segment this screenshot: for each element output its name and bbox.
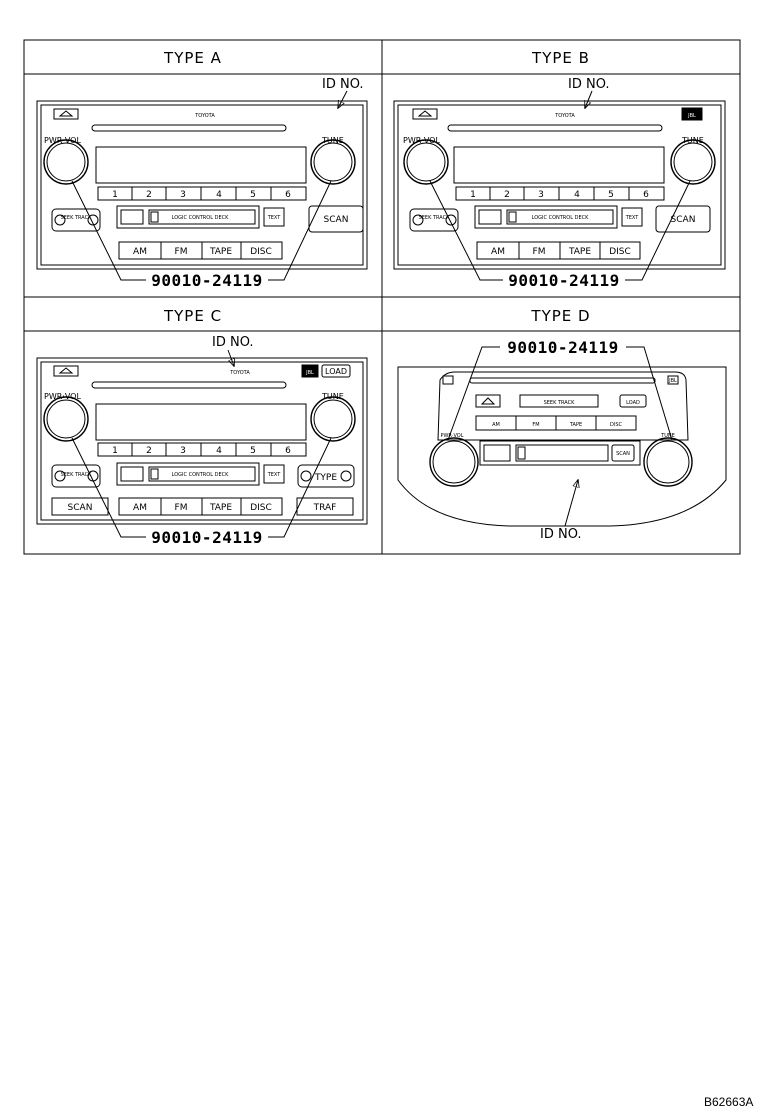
part-number-c: 90010-24119	[151, 528, 262, 547]
text-button-label: TEXT	[267, 215, 282, 221]
part-number-b: 90010-24119	[508, 271, 619, 290]
preset-4: 4	[216, 446, 222, 456]
preset-6: 6	[643, 190, 649, 200]
tune-label: TUNE	[321, 136, 344, 145]
leader-lines-d	[447, 346, 673, 441]
leader-lines-b	[429, 180, 691, 281]
radio-type-b-labels: TOYOTA JBL PWR·VOL TUNE 1 2 3 4 5 6 SEEK…	[403, 113, 704, 257]
load-button-label: LOAD	[626, 400, 640, 406]
tune-label: TUNE	[321, 392, 344, 401]
preset-2: 2	[504, 190, 510, 200]
scan-button-label: SCAN	[671, 215, 696, 225]
load-button-label: LOAD	[325, 367, 347, 376]
jbl-badge: JBL	[687, 113, 696, 119]
deck-label: LOGIC CONTROL DECK	[532, 215, 589, 221]
band-tape: TAPE	[569, 422, 582, 428]
preset-2: 2	[146, 446, 152, 456]
band-disc: DISC	[250, 503, 272, 513]
band-am: AM	[491, 247, 505, 257]
radio-type-b	[393, 100, 726, 270]
preset-5: 5	[250, 446, 256, 456]
band-fm: FM	[175, 503, 188, 513]
id-label-c: ID NO.	[212, 335, 254, 350]
grid-table	[23, 39, 741, 555]
text-button-label: TEXT	[625, 215, 640, 221]
brand-text: TOYOTA	[194, 113, 215, 119]
seek-track-label: SEEK TRACK	[419, 215, 451, 221]
preset-1: 1	[112, 190, 118, 200]
radio-type-d	[397, 366, 727, 527]
pwr-vol-label: PWR·VOL	[403, 136, 440, 145]
id-arrow-d	[564, 480, 578, 527]
band-disc: DISC	[609, 247, 631, 257]
preset-6: 6	[285, 446, 291, 456]
band-tape: TAPE	[568, 247, 591, 257]
leader-lines-c	[71, 437, 332, 538]
radio-type-a-labels: TOYOTA PWR·VOL TUNE 1 2 3 4 5 6 SEEK TRA…	[44, 113, 348, 257]
tune-label: TUNE	[660, 433, 675, 439]
pwr-vol-label: PWR·VOL	[44, 392, 81, 401]
preset-1: 1	[112, 446, 118, 456]
preset-5: 5	[250, 190, 256, 200]
part-number-d: 90010-24119	[507, 338, 618, 357]
band-am: AM	[133, 247, 147, 257]
type-button-label: TYPE	[314, 473, 337, 483]
deck-label: LOGIC CONTROL DECK	[172, 472, 229, 478]
id-arrow-c	[227, 349, 234, 366]
band-disc: DISC	[250, 247, 272, 257]
deck-label: LOGIC CONTROL DECK	[172, 215, 229, 221]
preset-4: 4	[216, 190, 222, 200]
jbl-badge: JBL	[305, 370, 314, 376]
band-fm: FM	[532, 422, 539, 428]
panel-c-title: TYPE C	[163, 307, 222, 325]
text-button-label: TEXT	[267, 472, 282, 478]
figure-reference: B62663A	[704, 1095, 753, 1109]
panel-a-title: TYPE A	[163, 49, 222, 67]
scan-button-label: SCAN	[68, 503, 93, 513]
band-tape: TAPE	[209, 503, 232, 513]
panel-d-title: TYPE D	[530, 307, 590, 325]
band-am: AM	[492, 422, 500, 428]
tune-label: TUNE	[681, 136, 704, 145]
preset-1: 1	[470, 190, 476, 200]
preset-6: 6	[285, 190, 291, 200]
seek-track-label: SEEK TRACK	[61, 215, 93, 221]
jbl-badge: JBL	[668, 378, 677, 384]
band-fm: FM	[175, 247, 188, 257]
id-arrow-b	[585, 90, 593, 108]
scan-button-label: SCAN	[616, 451, 630, 457]
band-tape: TAPE	[209, 247, 232, 257]
band-disc: DISC	[610, 422, 622, 428]
preset-3: 3	[538, 190, 544, 200]
id-arrow-a	[338, 90, 348, 108]
preset-4: 4	[574, 190, 580, 200]
radio-type-c	[36, 357, 368, 525]
preset-3: 3	[180, 190, 186, 200]
id-label-a: ID NO.	[322, 77, 364, 92]
brand-text: TOYOTA	[229, 370, 250, 376]
id-label-d: ID NO.	[540, 527, 582, 542]
leader-lines-a	[71, 180, 332, 281]
preset-2: 2	[146, 190, 152, 200]
id-label-b: ID NO.	[568, 77, 610, 92]
preset-5: 5	[608, 190, 614, 200]
seek-track-label: SEEK TRACK	[544, 400, 576, 406]
radio-type-c-labels: TOYOTA JBL LOAD PWR·VOL TUNE 1 2 3 4 5 6…	[44, 367, 347, 513]
scan-button-label: SCAN	[324, 215, 349, 225]
brand-text: TOYOTA	[554, 113, 575, 119]
radio-type-d-labels: JBL SEEK TRACK LOAD AM FM TAPE DISC SCAN…	[440, 378, 677, 457]
traf-button-label: TRAF	[313, 503, 337, 513]
band-am: AM	[133, 503, 147, 513]
panel-b-title: TYPE B	[531, 49, 590, 67]
band-fm: FM	[533, 247, 546, 257]
pwr-vol-label: PWR·VOL	[440, 433, 463, 439]
seek-track-label: SEEK TRACK	[61, 472, 93, 478]
pwr-vol-label: PWR·VOL	[44, 136, 81, 145]
preset-3: 3	[180, 446, 186, 456]
radio-type-a	[36, 100, 368, 270]
part-number-a: 90010-24119	[151, 271, 262, 290]
